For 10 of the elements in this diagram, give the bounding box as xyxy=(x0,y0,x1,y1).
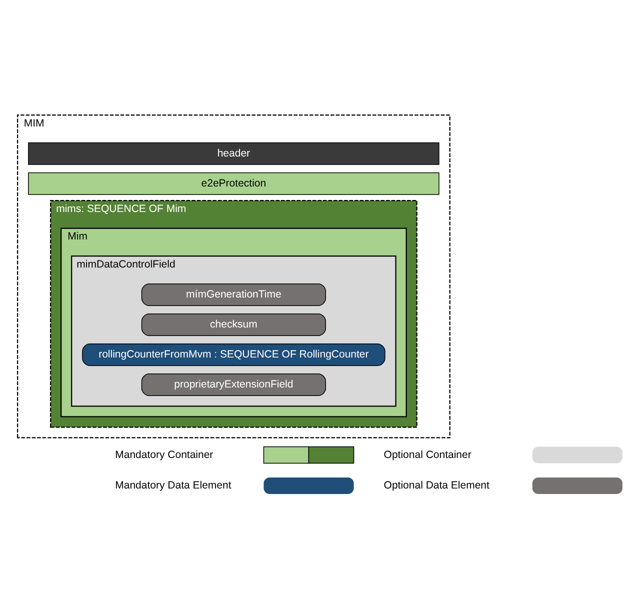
node-box: proprietaryExtensionField xyxy=(141,373,326,396)
legend-label: Mandatory Data Element xyxy=(115,479,232,492)
legend-label: Optional Container xyxy=(384,448,472,460)
node-box: rollingCounterFromMvm : SEQUENCE OF RollingCounter xyxy=(82,343,386,366)
node-box: header xyxy=(28,142,440,164)
legend-label: Optional Data Element xyxy=(384,479,490,492)
legend-label: Mandatory Container xyxy=(115,448,214,460)
node-box: e2eProtection xyxy=(28,172,440,194)
node-box: checksum xyxy=(141,313,326,336)
node-box: mímGenerationTime xyxy=(141,283,326,306)
